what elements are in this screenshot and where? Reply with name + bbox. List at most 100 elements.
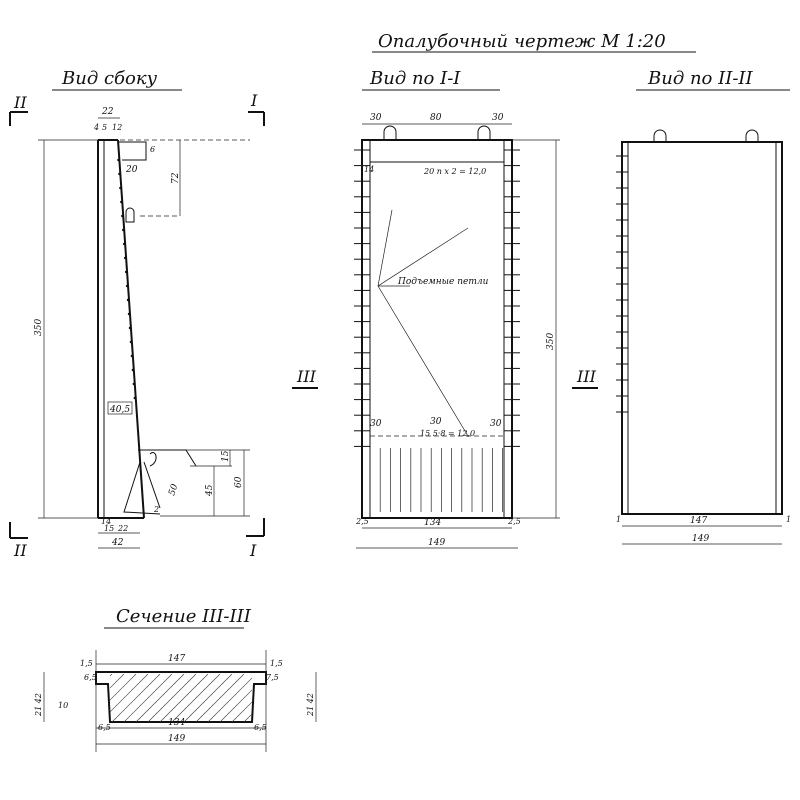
anchor-dot xyxy=(130,354,134,358)
wall-slanted-back xyxy=(117,139,145,519)
dim-40-5: 40,5 xyxy=(109,405,130,415)
dim-20: 20 xyxy=(125,165,138,175)
anchor-dot xyxy=(132,382,135,386)
dim-spacing-top: 20 п х 2 = 12,0 xyxy=(423,167,486,176)
dim-14-i: 14 xyxy=(364,165,374,174)
anchor-dot xyxy=(128,326,132,330)
anchor-dot xyxy=(118,172,121,176)
dim-1-a: 1 xyxy=(616,515,621,524)
anchor-dot xyxy=(127,312,131,316)
dim-30-a: 30 xyxy=(370,113,382,123)
dim-350: 350 xyxy=(34,319,44,336)
dim-1-5-a: 1,5 xyxy=(80,659,93,668)
dim-134: 134 xyxy=(424,518,441,528)
section-mark-i-bottom: I xyxy=(249,541,257,560)
view-ii-title: Вид по II-II xyxy=(647,68,754,89)
dim-6-5-b: 6,5 xyxy=(98,723,111,732)
bracket-top xyxy=(138,449,197,467)
hatch-line xyxy=(195,674,245,722)
anchor-dot xyxy=(121,228,125,232)
dim-30-c: 30 xyxy=(370,419,382,429)
anchor-dot xyxy=(131,368,135,372)
anchor-dot xyxy=(126,298,130,302)
bracket-loop xyxy=(149,452,157,467)
section-outline xyxy=(95,671,267,723)
dim-21-42-right: 21 42 xyxy=(306,693,315,717)
hatch-line xyxy=(135,674,185,722)
dim-6-5-c: 6,5 xyxy=(254,723,267,732)
view-ii: Вид по II-II 1 147 1 149 xyxy=(616,68,791,545)
dim-30-b: 30 xyxy=(492,113,504,123)
anchor-dot xyxy=(119,186,122,190)
anchor-dot xyxy=(133,396,136,400)
dim-1-b: 1 xyxy=(786,515,791,524)
dim-60: 60 xyxy=(234,476,244,488)
concrete-hatch xyxy=(40,674,328,722)
dim-80: 80 xyxy=(430,113,442,123)
dim-spacing-bottom: 15 5·8 = 12,0 xyxy=(420,429,475,438)
dim-15-bottom: 15 xyxy=(104,524,114,533)
section-mark-ii-bottom: II xyxy=(13,541,27,560)
dim-147-sec: 147 xyxy=(168,654,185,664)
bracket-inner xyxy=(143,461,161,509)
hatch-line xyxy=(110,674,125,722)
side-view: Вид сбоку II I II I 40, xyxy=(9,68,265,560)
dim-147-ii: 147 xyxy=(690,516,707,526)
dim-72: 72 xyxy=(171,172,181,184)
hatch-line xyxy=(183,674,233,722)
section-mark-iii-left: III xyxy=(296,367,317,386)
dim-149: 149 xyxy=(428,538,445,548)
edge-ticks-left xyxy=(354,149,370,447)
bracket-brace xyxy=(123,461,161,515)
dim-30-d: 30 xyxy=(430,417,442,427)
anchor-dot xyxy=(120,200,123,204)
hatch-line xyxy=(171,674,221,722)
hatch-line xyxy=(280,674,328,722)
dim-50: 50 xyxy=(167,483,180,497)
box-40-5 xyxy=(107,401,133,415)
anchor-dot xyxy=(125,284,129,288)
dim-15-bracket: 15 xyxy=(221,450,231,462)
dim-10: 10 xyxy=(58,701,68,710)
dim-350-i: 350 xyxy=(546,333,556,350)
section-iii: Сечение III-III 147 1,5 1,5 6,5 7,5 21 4… xyxy=(34,606,328,752)
dim-5: 5 xyxy=(102,123,107,132)
edge-ticks-ii xyxy=(616,155,628,413)
edge-ticks-right xyxy=(504,149,520,447)
dim-42: 42 xyxy=(111,538,124,548)
leader-1 xyxy=(377,227,469,287)
dim-22-bottom: 22 xyxy=(117,524,128,533)
lifting-loop-right xyxy=(477,125,491,140)
anchor-dot xyxy=(124,270,128,274)
side-view-title: Вид сбоку xyxy=(61,68,158,89)
hatch-line xyxy=(110,674,137,722)
dim-14: 14 xyxy=(101,517,111,526)
hatch-line xyxy=(111,674,161,722)
lifting-loop-ii-left xyxy=(653,129,667,142)
lifting-loop-left xyxy=(383,125,397,140)
anchor-dot xyxy=(129,340,133,344)
dim-30-e: 30 xyxy=(490,419,502,429)
dim-12: 12 xyxy=(112,123,122,132)
section-mark-i-top: I xyxy=(250,91,258,110)
dim-7-5: 7,5 xyxy=(266,673,279,682)
hatch-line xyxy=(231,674,252,722)
section-title: Сечение III-III xyxy=(116,606,252,627)
anchor-dot xyxy=(117,158,120,162)
loops-label: Подъемные петли xyxy=(397,277,489,287)
dim-149-ii: 149 xyxy=(692,534,709,544)
hatch-line xyxy=(159,674,209,722)
hatch-line xyxy=(219,674,252,722)
anchor-dot xyxy=(122,242,126,246)
view-i: Вид по I-I Подъемные петли 30 80 30 14 2… xyxy=(292,68,598,549)
anchor-dot xyxy=(121,214,124,218)
lifting-loop-ii-right xyxy=(745,129,759,142)
sheet-title: Опалубочный чертеж М 1:20 xyxy=(378,31,666,52)
dim-149-sec: 149 xyxy=(168,734,185,744)
hatch-line xyxy=(207,674,252,722)
section-mark-iii-right: III xyxy=(576,367,597,386)
leader-2 xyxy=(377,209,393,287)
dim-2: 2 xyxy=(153,505,159,514)
hatch-line xyxy=(40,674,88,722)
